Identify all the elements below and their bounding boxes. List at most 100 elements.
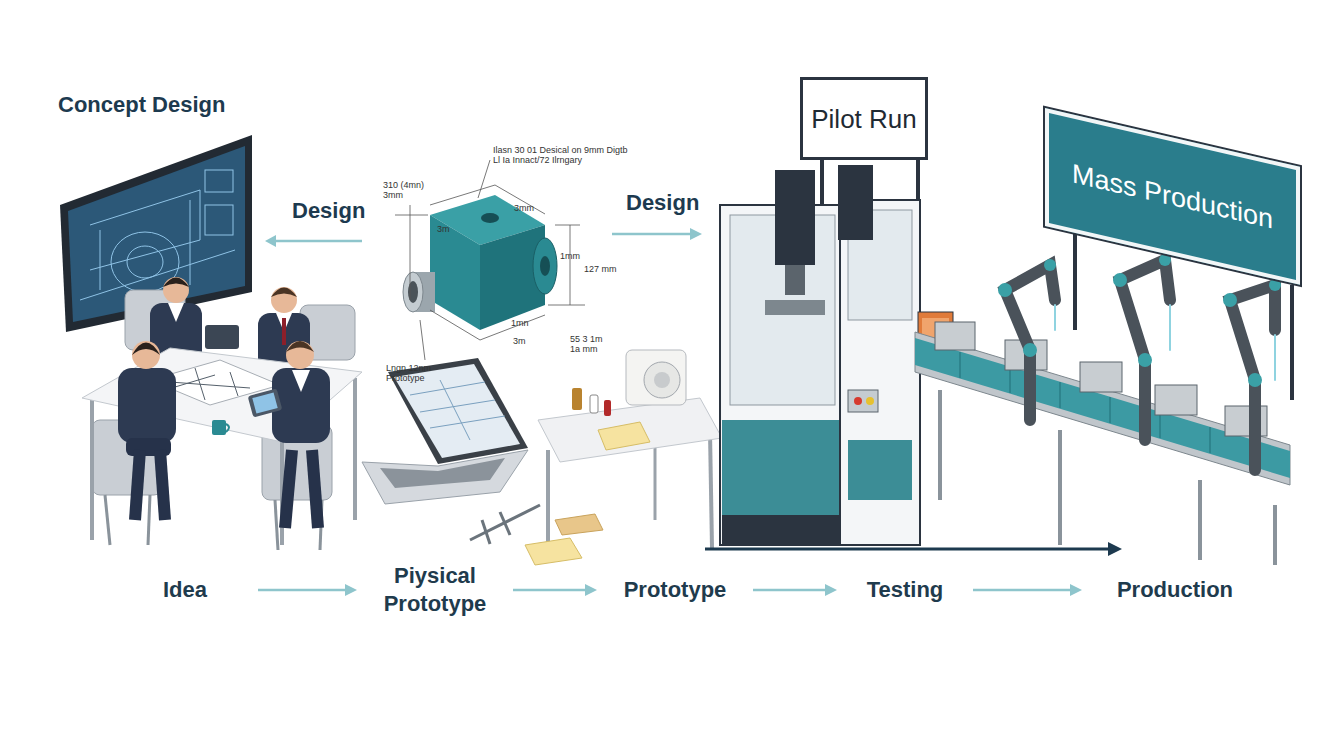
dimension-lines-part	[570, 225, 571, 305]
prototype-table-part	[598, 422, 650, 450]
arrow-label: Design	[626, 190, 716, 215]
conveyor-part	[915, 338, 1290, 478]
part-model-part	[481, 213, 499, 223]
conveyor-part-part	[1009, 367, 1011, 393]
stage-step: Production	[1090, 560, 1260, 620]
team-members-front-part	[292, 370, 310, 392]
node-text: Piysical Prototype	[365, 562, 505, 618]
arrow-head	[585, 584, 597, 596]
part-model-part	[408, 281, 418, 303]
part-model-part	[430, 215, 480, 330]
dimension-lines-part	[478, 160, 490, 198]
dimension-label: 310 (4mn) 3mm	[383, 180, 429, 201]
sticky-notes-part	[525, 538, 582, 565]
team-members-front-part	[118, 368, 176, 443]
process-arrow-part	[705, 548, 1110, 551]
dimension-label: 3mm	[514, 203, 544, 213]
flow-arrow	[258, 584, 357, 596]
team-members-front-part	[132, 343, 160, 356]
team-members-part	[163, 278, 189, 288]
conveyor-part-part	[1198, 480, 1202, 560]
robot-arms-part-part	[1054, 305, 1056, 330]
design-arrows	[265, 228, 702, 247]
dimension-label: 1mm	[560, 251, 590, 261]
design-arrows-part	[265, 235, 276, 247]
sign-posts-part	[1290, 285, 1294, 400]
conveyor-part-part	[935, 322, 975, 350]
chairs	[92, 290, 355, 550]
arrow-head	[825, 584, 837, 596]
dimension-lines-part	[495, 185, 545, 214]
conveyor-part	[915, 332, 1290, 485]
meeting-table-part	[226, 424, 229, 432]
robot-arms-part	[998, 254, 1281, 387]
dimension-lines-part	[395, 215, 428, 216]
arrow-head	[345, 584, 357, 596]
team-members-front-part	[286, 341, 314, 352]
callout-note: Lngn 12nm Prototype	[386, 363, 438, 384]
prototype-table-part	[538, 398, 722, 462]
meeting-table-part	[353, 378, 357, 520]
sticky-notes	[525, 514, 603, 565]
laptop-part	[380, 458, 505, 488]
team-members-front-part	[160, 450, 165, 520]
pilot-run-machine-part	[838, 165, 873, 240]
dimension-lines-part	[548, 305, 585, 306]
laptop-part	[410, 380, 505, 440]
prototype-table-part	[710, 432, 712, 548]
blueprint-monitor-part-part	[190, 200, 191, 285]
mass-production-sign: Mass Production	[1045, 108, 1300, 285]
robot-arms-part-part	[1274, 335, 1276, 380]
design-arrows-part	[276, 240, 362, 243]
prototype-table-part	[572, 388, 582, 410]
blueprint-monitor-part-part	[205, 205, 233, 235]
pilot-run-machine-part	[820, 158, 824, 210]
team-members-front-part	[312, 450, 318, 528]
laptop-part-part	[410, 382, 485, 395]
robot-arms-part-part	[1138, 353, 1152, 367]
pilot-run-machine-part	[722, 515, 842, 545]
team-members-front-part	[252, 392, 277, 413]
chairs-part	[105, 495, 110, 545]
conveyor-part-part	[1080, 362, 1122, 392]
prototype-table-part	[590, 395, 598, 413]
robot-arms-part-part	[1269, 279, 1281, 291]
node-text: Mass Production	[1072, 157, 1273, 235]
conveyor-part-part	[1059, 382, 1061, 408]
chairs-part	[275, 500, 278, 550]
blueprint-monitor-part-part	[100, 230, 101, 290]
callout-note: Ilasn 30 01 Desical on 9mm Digtb Ll Ia I…	[493, 145, 631, 166]
meeting-table-part	[165, 368, 250, 400]
node-text: Testing	[867, 576, 944, 604]
team-members-part	[163, 277, 189, 303]
team-members-front-part	[248, 388, 283, 417]
blueprint-monitor-part	[80, 170, 235, 300]
laptop	[362, 358, 528, 504]
prototype-table-part	[654, 372, 670, 388]
robot-arms-part-part	[1005, 265, 1055, 420]
calipers	[470, 505, 540, 544]
robot-arms-part-part	[1044, 259, 1056, 271]
conveyor-part	[935, 322, 1267, 436]
blueprint-monitor-part-part	[205, 170, 233, 192]
pilot-run-sign: Pilot Run	[800, 77, 928, 160]
conveyor-part-part	[1209, 427, 1211, 453]
arrow-label: Design	[292, 198, 382, 223]
pilot-run-machine-part	[785, 265, 805, 295]
robot-arms-part-part	[1169, 305, 1171, 350]
team-members-part	[282, 318, 286, 345]
stage-step: Prototype	[605, 560, 745, 620]
arrow-line	[753, 589, 827, 592]
team-members-part	[205, 325, 239, 349]
calipers-part	[500, 512, 510, 535]
node-text: Production	[1117, 576, 1233, 604]
dimension-label: 3m	[437, 224, 467, 234]
team-members-front	[118, 341, 330, 528]
pilot-run-machine-part	[866, 397, 874, 405]
conveyor-part-part	[1058, 430, 1062, 545]
robot-arms	[998, 254, 1281, 470]
team-members-front-part	[135, 450, 140, 520]
stage-step: Idea	[120, 560, 250, 620]
arrow-line	[258, 589, 347, 592]
